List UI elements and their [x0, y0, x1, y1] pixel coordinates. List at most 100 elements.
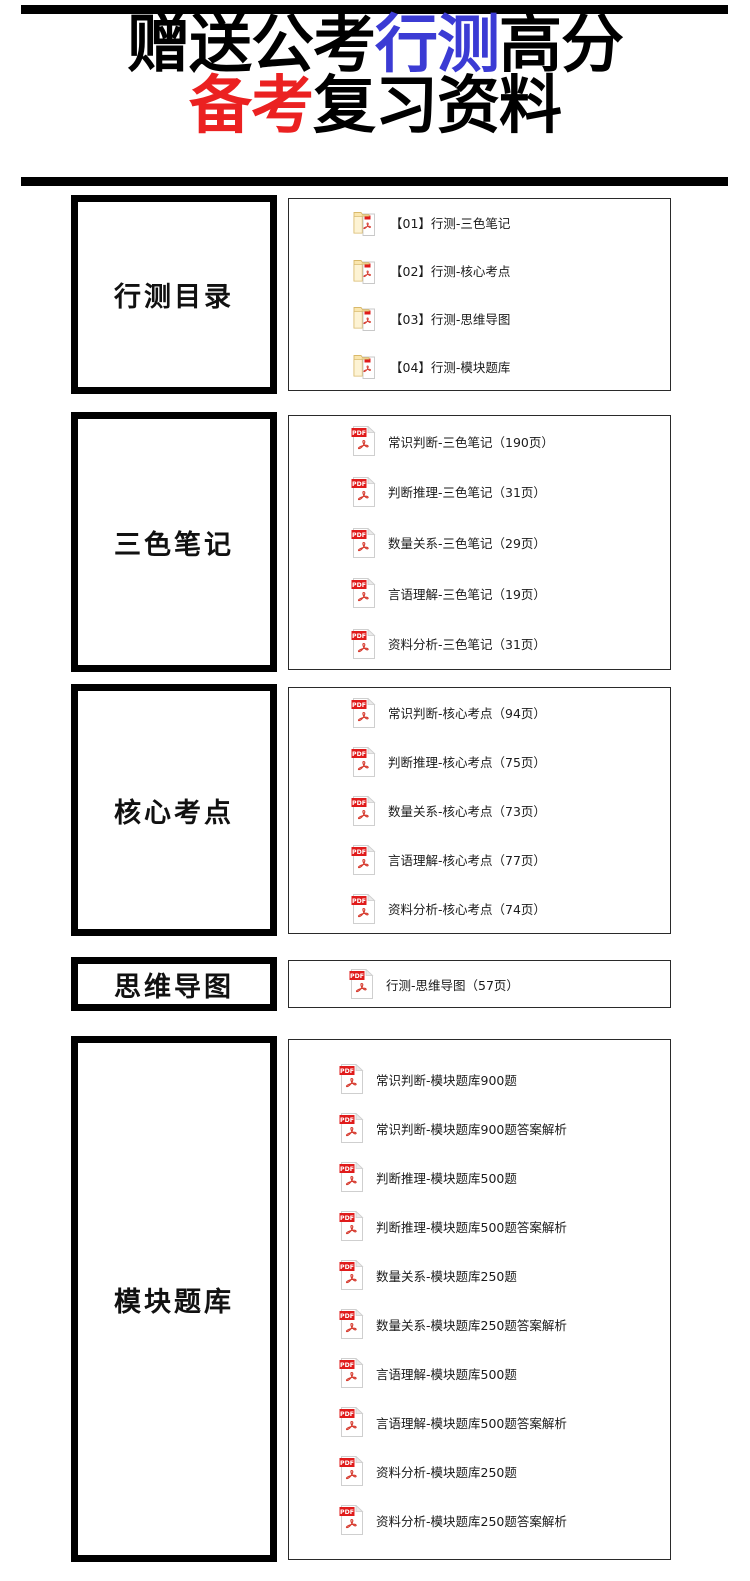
section-catalogue: 行测目录 【01】行测-三色笔记【02】行测-核心考点【03】行测-思维导图【0…	[0, 195, 750, 400]
file-name-label: 资料分析-模块题库250题答案解析	[376, 1513, 567, 1529]
pdf-icon: PDF	[351, 578, 377, 609]
svg-text:PDF: PDF	[340, 1215, 354, 1222]
banner-header: 赠送公考行测高分 备考复习资料	[0, 0, 750, 190]
section-label: 行测目录	[114, 282, 234, 313]
file-name-label: 常识判断-核心考点（94页）	[388, 706, 546, 721]
pdf-icon: PDF	[351, 697, 377, 728]
title-part: 高分	[499, 8, 624, 81]
file-list-item[interactable]: PDF 常识判断-模块题库900题答案解析	[289, 1104, 670, 1153]
folder-pdf-icon	[353, 304, 377, 332]
file-name-label: 言语理解-模块题库500题	[376, 1366, 517, 1382]
svg-text:PDF: PDF	[340, 1068, 354, 1075]
file-name-label: 资料分析-模块题库250题	[376, 1464, 517, 1480]
svg-text:PDF: PDF	[340, 1117, 354, 1124]
section-label: 核心考点	[114, 797, 234, 829]
section-label-box: 核心考点	[71, 684, 277, 936]
svg-text:PDF: PDF	[350, 973, 364, 980]
page-title: 赠送公考行测高分 备考复习资料	[0, 13, 750, 137]
file-list-item[interactable]: PDF 判断推理-核心考点（75页）	[289, 737, 670, 786]
file-name-label: 【01】行测-三色笔记	[390, 216, 511, 232]
title-part: 复习资料	[313, 69, 562, 143]
pdf-icon: PDF	[351, 628, 377, 659]
file-list-item[interactable]: 【04】行测-模块题库	[289, 342, 670, 390]
file-name-label: 判断推理-模块题库500题	[376, 1170, 517, 1186]
file-name-label: 数量关系-核心考点（73页）	[388, 804, 546, 819]
file-name-label: 判断推理-核心考点（75页）	[388, 755, 546, 770]
svg-text:PDF: PDF	[352, 532, 366, 539]
title-line-1: 赠送公考行测高分	[0, 13, 750, 76]
file-list-item[interactable]: PDF 判断推理-模块题库500题答案解析	[289, 1202, 670, 1251]
section-question-bank: 模块题库 PDF 常识判断-模块题库900题 PDF 常识判断-模块题库900题答案解…	[0, 1036, 750, 1564]
file-name-label: 资料分析-核心考点（74页）	[388, 902, 546, 917]
pdf-icon: PDF	[351, 527, 377, 558]
pdf-icon: PDF	[351, 426, 377, 457]
file-name-label: 判断推理-三色笔记（31页）	[388, 485, 546, 501]
section-file-list: 【01】行测-三色笔记【02】行测-核心考点【03】行测-思维导图【04】行测-…	[288, 198, 671, 391]
file-name-label: 常识判断-模块题库900题答案解析	[376, 1121, 567, 1137]
svg-text:PDF: PDF	[352, 582, 366, 589]
svg-text:PDF: PDF	[340, 1411, 354, 1418]
file-list-item[interactable]: PDF 数量关系-三色笔记（29页）	[289, 517, 670, 568]
section-label-box: 行测目录	[71, 195, 277, 394]
pdf-icon: PDF	[339, 1064, 365, 1094]
pdf-icon: PDF	[339, 1260, 365, 1290]
svg-text:PDF: PDF	[340, 1509, 354, 1516]
svg-text:PDF: PDF	[340, 1264, 354, 1271]
pdf-icon: PDF	[339, 1358, 365, 1388]
file-name-label: 常识判断-模块题库900题	[376, 1072, 517, 1088]
file-name-label: 【02】行测-核心考点	[390, 264, 511, 280]
section-file-list: PDF 行测-思维导图（57页）	[288, 960, 671, 1008]
svg-text:PDF: PDF	[352, 751, 366, 758]
file-list-item[interactable]: PDF 常识判断-模块题库900题	[289, 1055, 670, 1104]
file-name-label: 判断推理-模块题库500题答案解析	[376, 1219, 567, 1235]
pdf-icon: PDF	[339, 1456, 365, 1486]
file-name-label: 行测-思维导图（57页）	[386, 977, 519, 993]
folder-pdf-icon	[353, 209, 377, 237]
file-list-item[interactable]: 【01】行测-三色笔记	[289, 199, 670, 247]
file-name-label: 数量关系-模块题库250题	[376, 1268, 517, 1284]
file-list-item[interactable]: 【02】行测-核心考点	[289, 247, 670, 295]
pdf-icon: PDF	[351, 746, 377, 777]
file-list-item[interactable]: PDF 判断推理-三色笔记（31页）	[289, 467, 670, 518]
file-list-item[interactable]: PDF 常识判断-核心考点（94页）	[289, 688, 670, 737]
folder-pdf-icon	[353, 257, 377, 285]
file-name-label: 【03】行测-思维导图	[390, 311, 511, 327]
file-list-item[interactable]: PDF 行测-思维导图（57页）	[289, 961, 670, 1007]
svg-text:PDF: PDF	[352, 481, 366, 488]
file-name-label: 数量关系-三色笔记（29页）	[388, 536, 546, 551]
title-line-2: 备考复习资料	[0, 74, 750, 137]
section-label-box: 三色笔记	[71, 412, 277, 672]
header-bottom-rule	[21, 177, 728, 186]
file-list-item[interactable]: PDF 数量关系-核心考点（73页）	[289, 786, 670, 835]
section-label-box: 思维导图	[71, 957, 277, 1011]
file-list-item[interactable]: PDF 判断推理-模块题库500题	[289, 1153, 670, 1202]
pdf-icon: PDF	[339, 1162, 365, 1192]
section-mind-map: 思维导图 PDF 行测-思维导图（57页）	[0, 957, 750, 1013]
file-list-item[interactable]: 【03】行测-思维导图	[289, 295, 670, 343]
file-list-item[interactable]: PDF 资料分析-模块题库250题	[289, 1447, 670, 1496]
folder-pdf-icon	[353, 352, 377, 380]
svg-text:PDF: PDF	[340, 1460, 354, 1467]
section-label: 三色笔记	[114, 529, 234, 561]
file-list-item[interactable]: PDF 言语理解-模块题库500题	[289, 1349, 670, 1398]
file-list-item[interactable]: PDF 资料分析-模块题库250题答案解析	[289, 1496, 670, 1545]
section-label: 思维导图	[114, 971, 234, 1003]
section-label: 模块题库	[114, 1286, 234, 1318]
svg-text:PDF: PDF	[352, 800, 366, 807]
title-part-highlight: 备考	[189, 69, 314, 143]
svg-text:PDF: PDF	[340, 1313, 354, 1320]
title-part: 赠送公考	[127, 8, 376, 81]
svg-text:PDF: PDF	[340, 1166, 354, 1173]
pdf-icon: PDF	[351, 476, 377, 507]
file-list-item[interactable]: PDF 数量关系-模块题库250题	[289, 1251, 670, 1300]
svg-text:PDF: PDF	[340, 1362, 354, 1369]
